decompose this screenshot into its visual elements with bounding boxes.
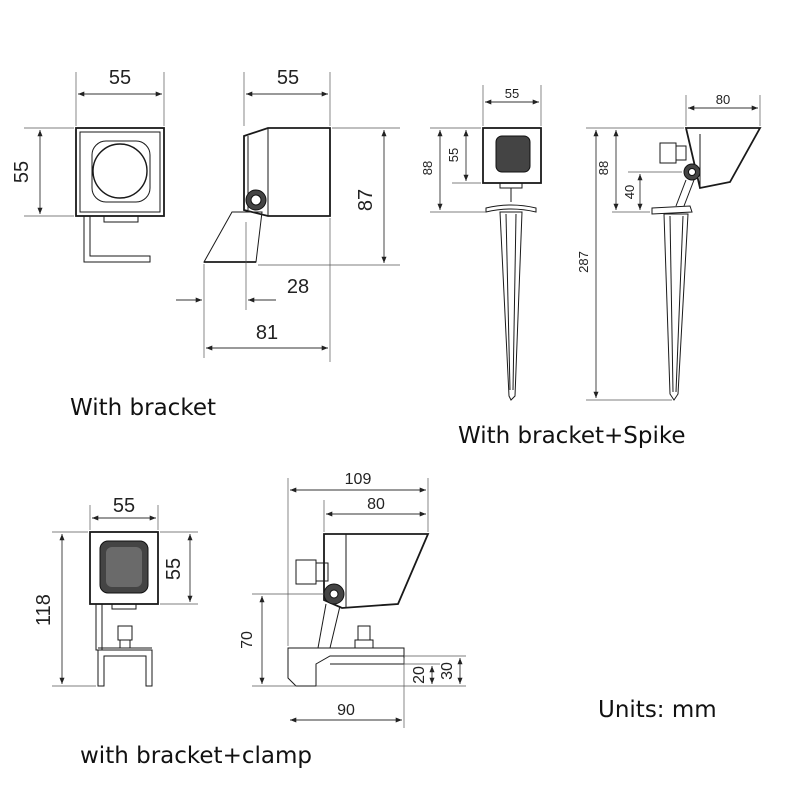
clamp-front-view: 55 55 118 [33,495,198,687]
dim-clamp-front-total: 118 [33,594,55,626]
dim-clamp-front-height: 55 [163,558,185,580]
dim-bracket-side-offset: 28 [287,276,309,298]
clamp-side-view: 109 80 70 90 20 30 [239,471,466,728]
spike-front-view: 55 88 55 [420,85,542,401]
dim-clamp-side-width: 80 [367,496,385,513]
dim-spike-side-width: 80 [716,92,730,107]
dim-clamp-side-base: 90 [337,702,355,719]
bracket-front-view: 55 55 [11,67,165,263]
caption-with-bracket-clamp: with bracket+clamp [80,743,312,769]
dim-spike-side-total: 287 [576,251,591,273]
caption-with-bracket-spike: With bracket+Spike [458,423,686,449]
dim-bracket-side-length: 81 [256,322,278,344]
dim-clamp-side-total-width: 109 [345,471,372,488]
spike-side-view: 80 88 40 287 [576,92,762,401]
dim-spike-front-height: 55 [446,148,461,162]
dim-bracket-front-width: 55 [109,67,131,89]
dim-clamp-side-jaw: 20 [411,666,428,684]
dim-bracket-front-height: 55 [11,161,33,183]
dim-clamp-front-width: 55 [113,495,135,517]
dim-spike-side-pivot: 40 [622,185,637,199]
dim-spike-front-total: 88 [420,161,435,175]
dim-spike-front-width: 55 [505,86,519,101]
dim-clamp-side-height: 70 [239,631,256,649]
caption-units: Units: mm [598,697,717,723]
dim-bracket-side-width: 55 [277,67,299,89]
bracket-side-view: 55 87 28 81 [176,67,400,362]
dim-clamp-side-depth: 30 [439,662,456,680]
dim-spike-side-height: 88 [596,161,611,175]
caption-with-bracket: With bracket [70,395,216,421]
dim-bracket-side-height: 87 [355,189,377,211]
